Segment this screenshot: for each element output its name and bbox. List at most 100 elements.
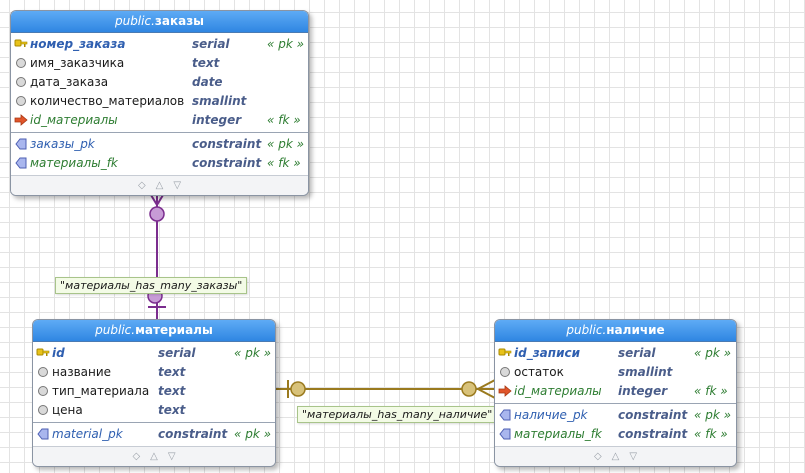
entity-orders[interactable]: public.заказы номер_заказа serial « pk »… bbox=[10, 10, 309, 196]
entity-title[interactable]: public.наличие bbox=[495, 320, 736, 342]
key-icon bbox=[14, 39, 28, 47]
diamond-icon[interactable]: ◇ bbox=[132, 451, 141, 462]
constraint-row[interactable]: заказы_pk constraint « pk » bbox=[11, 135, 308, 154]
constraint-icon bbox=[15, 157, 27, 169]
column-list: id_записи serial « pk » остаток smallint… bbox=[495, 342, 736, 403]
relationship-orders-materials[interactable] bbox=[147, 189, 167, 320]
column-row[interactable]: дата_заказа date bbox=[11, 73, 308, 92]
table-name: наличие bbox=[606, 323, 665, 337]
column-flag: « fk » bbox=[267, 113, 301, 127]
constraint-row[interactable]: материалы_fk constraint « fk » bbox=[495, 425, 736, 444]
column-row[interactable]: id_материалы integer « fk » bbox=[495, 382, 736, 401]
diamond-icon[interactable]: ◇ bbox=[137, 180, 146, 191]
column-flag: « pk » bbox=[694, 346, 732, 360]
schema-name: public. bbox=[566, 323, 607, 337]
column-list: номер_заказа serial « pk » имя_заказчика… bbox=[11, 33, 308, 132]
constraint-name: наличие_pk bbox=[514, 408, 588, 422]
column-type: serial bbox=[618, 346, 656, 360]
column-name: дата_заказа bbox=[30, 75, 109, 89]
constraint-icon bbox=[15, 138, 27, 150]
constraint-flag: « pk » bbox=[267, 137, 305, 151]
column-row[interactable]: тип_материала text bbox=[33, 382, 275, 401]
constraint-name: материалы_fk bbox=[30, 156, 118, 170]
diamond-icon[interactable]: ◇ bbox=[593, 451, 602, 462]
column-row[interactable]: остаток smallint bbox=[495, 363, 736, 382]
entity-title[interactable]: public.заказы bbox=[11, 11, 308, 33]
constraint-flag: « fk » bbox=[694, 427, 728, 441]
column-flag: « pk » bbox=[267, 37, 305, 51]
entity-materials[interactable]: public.материалы id serial « pk » назван… bbox=[32, 319, 276, 467]
table-name: заказы bbox=[154, 14, 205, 28]
column-name: цена bbox=[52, 403, 83, 417]
column-row[interactable]: количество_материалов smallint bbox=[11, 92, 308, 111]
column-name: номер_заказа bbox=[30, 37, 126, 51]
entity-title[interactable]: public.материалы bbox=[33, 320, 275, 342]
entity-footer: ◇ △ ▽ bbox=[33, 446, 275, 466]
column-type: serial bbox=[192, 37, 230, 51]
column-row[interactable]: название text bbox=[33, 363, 275, 382]
column-name: название bbox=[52, 365, 112, 379]
column-row[interactable]: имя_заказчика text bbox=[11, 54, 308, 73]
entity-footer: ◇ △ ▽ bbox=[495, 446, 736, 466]
circle-icon bbox=[38, 367, 48, 377]
column-row[interactable]: id_записи serial « pk » bbox=[495, 344, 736, 363]
constraint-list: заказы_pk constraint « pk » материалы_fk… bbox=[11, 132, 308, 175]
column-type: text bbox=[192, 56, 220, 70]
constraint-icon bbox=[37, 428, 49, 440]
constraint-row[interactable]: material_pk constraint « pk » bbox=[33, 425, 275, 444]
triangle-down-icon[interactable]: ▽ bbox=[167, 451, 176, 462]
constraint-type: constraint bbox=[192, 137, 262, 151]
key-icon bbox=[498, 348, 512, 356]
column-type: date bbox=[192, 75, 223, 89]
column-type: smallint bbox=[192, 94, 247, 108]
relationship-label-orders[interactable]: "материалы_has_many_заказы" bbox=[55, 277, 248, 294]
circle-icon bbox=[500, 367, 510, 377]
key-icon bbox=[36, 348, 50, 356]
triangle-up-icon[interactable]: △ bbox=[150, 451, 158, 462]
table-name: материалы bbox=[135, 323, 213, 337]
arrow-right-icon bbox=[14, 114, 28, 126]
constraint-flag: « pk » bbox=[234, 427, 272, 441]
column-type: integer bbox=[192, 113, 242, 127]
constraint-flag: « pk » bbox=[694, 408, 732, 422]
column-type: text bbox=[158, 403, 186, 417]
column-name: id_материалы bbox=[30, 113, 118, 127]
entity-footer: ◇ △ ▽ bbox=[11, 175, 308, 195]
constraint-name: материалы_fk bbox=[514, 427, 602, 441]
relationship-materials-stock[interactable] bbox=[274, 379, 496, 399]
column-name: id bbox=[52, 346, 65, 360]
column-type: text bbox=[158, 384, 186, 398]
column-list: id serial « pk » название text тип_матер… bbox=[33, 342, 275, 422]
column-row[interactable]: id_материалы integer « fk » bbox=[11, 111, 308, 130]
column-name: количество_материалов bbox=[30, 94, 185, 108]
column-type: text bbox=[158, 365, 186, 379]
relationship-label-stock[interactable]: "материалы_has_many_наличие" bbox=[297, 406, 498, 423]
column-flag: « fk » bbox=[694, 384, 728, 398]
constraint-list: material_pk constraint « pk » bbox=[33, 422, 275, 446]
column-name: id_записи bbox=[514, 346, 580, 360]
column-row[interactable]: цена text bbox=[33, 401, 275, 420]
constraint-list: наличие_pk constraint « pk » материалы_f… bbox=[495, 403, 736, 446]
circle-icon bbox=[16, 77, 26, 87]
circle-icon bbox=[38, 386, 48, 396]
constraint-type: constraint bbox=[618, 427, 688, 441]
entity-stock[interactable]: public.наличие id_записи serial « pk » о… bbox=[494, 319, 737, 467]
triangle-down-icon[interactable]: ▽ bbox=[173, 180, 182, 191]
constraint-flag: « fk » bbox=[267, 156, 301, 170]
triangle-up-icon[interactable]: △ bbox=[611, 451, 620, 462]
circle-icon bbox=[38, 405, 48, 415]
constraint-type: constraint bbox=[192, 156, 262, 170]
triangle-up-icon[interactable]: △ bbox=[155, 180, 164, 191]
constraint-row[interactable]: материалы_fk constraint « fk » bbox=[11, 154, 308, 173]
constraint-type: constraint bbox=[618, 408, 688, 422]
column-type: smallint bbox=[618, 365, 673, 379]
constraint-name: material_pk bbox=[52, 427, 123, 441]
constraint-name: заказы_pk bbox=[30, 137, 95, 151]
circle-icon bbox=[16, 58, 26, 68]
column-row[interactable]: номер_заказа serial « pk » bbox=[11, 35, 308, 54]
column-row[interactable]: id serial « pk » bbox=[33, 344, 275, 363]
triangle-down-icon[interactable]: ▽ bbox=[629, 451, 638, 462]
constraint-row[interactable]: наличие_pk constraint « pk » bbox=[495, 406, 736, 425]
constraint-icon bbox=[499, 409, 511, 421]
